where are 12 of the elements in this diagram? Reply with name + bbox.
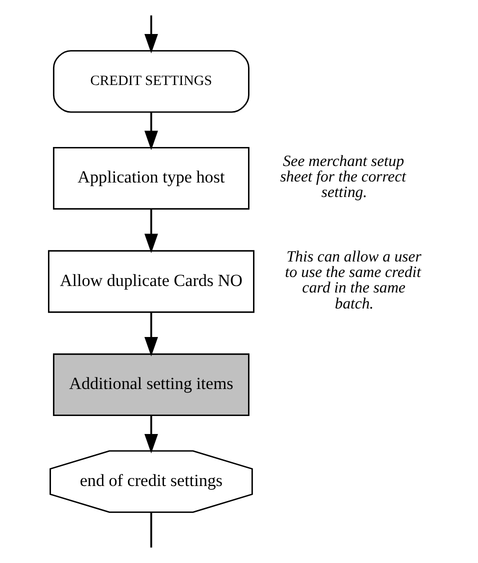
- arrow: [144, 15, 158, 54]
- connector: [150, 512, 152, 548]
- arrow: [144, 415, 158, 454]
- node-box: Application type host: [52, 146, 249, 210]
- node-label: See merchant setup sheet for the correct setting.: [280, 152, 406, 202]
- arrow: [144, 312, 158, 356]
- node-label: This can allow a user to use the same credit card in the same batch.: [284, 248, 421, 312]
- arrow: [144, 209, 158, 254]
- node-box: CREDIT SETTINGS: [52, 50, 249, 113]
- arrow: [144, 112, 158, 150]
- node-box: Allow duplicate Cards NO: [47, 250, 254, 313]
- node-box: Additional setting items: [52, 353, 249, 416]
